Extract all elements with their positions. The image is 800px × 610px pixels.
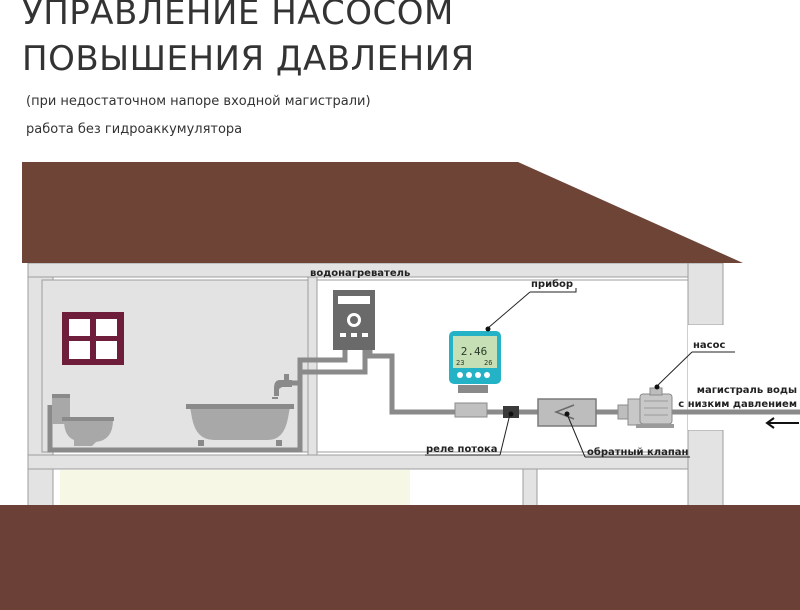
roof [22, 162, 743, 263]
leader-lines [425, 288, 735, 458]
device-button [484, 372, 490, 378]
ground [0, 505, 800, 610]
label-inlet-line1: магистраль воды [697, 385, 797, 396]
flow-direction-arrow-icon [765, 417, 799, 429]
label-flow-relay: реле потока [426, 444, 498, 455]
pump-icon [617, 387, 674, 428]
water-heater-icon [333, 290, 375, 350]
basement-lit-area [60, 470, 410, 510]
label-device: прибор [531, 278, 573, 290]
faucet-icon [272, 374, 292, 399]
toilet-icon [52, 394, 114, 446]
house-walls [27, 262, 800, 514]
subtitle-line1: (при недостаточном напоре входной магист… [26, 94, 371, 109]
label-inlet-line2: с низким давлением [678, 399, 797, 410]
device-button [457, 372, 463, 378]
bathtub-icon [186, 404, 294, 446]
device-reading: 2.46 [461, 345, 488, 358]
leader-dots [485, 326, 660, 417]
device-button [466, 372, 472, 378]
label-water-heater: водонагреватель [310, 268, 410, 279]
controller-device-icon: 2.46 23 26 [449, 331, 501, 418]
label-pump: насос [693, 340, 725, 351]
window-icon [62, 312, 124, 365]
label-check-valve: обратный клапан [587, 446, 689, 458]
device-button [475, 372, 481, 378]
page-title-line2: ПОВЫШЕНИЯ ДАВЛЕНИЯ [22, 39, 475, 79]
supply-pipes [302, 350, 800, 415]
device-reading-right: 26 [484, 359, 492, 367]
device-reading-left: 23 [456, 359, 464, 367]
subtitle-line2: работа без гидроаккумулятора [26, 122, 243, 137]
page-title-line1: УПРАВЛЕНИЕ НАСОСОМ [22, 0, 454, 33]
